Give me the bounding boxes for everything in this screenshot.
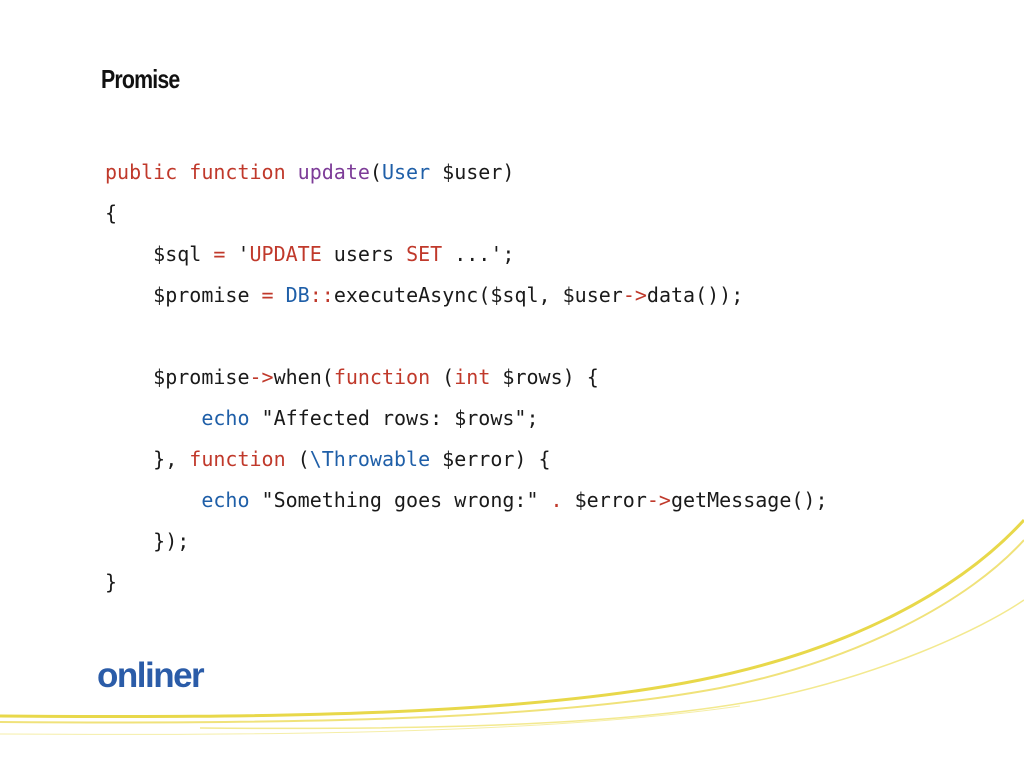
code-token: -> — [249, 365, 274, 389]
code-line: }); — [105, 521, 189, 562]
code-token: $sql — [105, 242, 214, 266]
code-token: ( — [369, 160, 382, 184]
code-token: = — [213, 242, 226, 266]
code-token: ...'; — [442, 242, 515, 266]
code-token: SET — [406, 242, 443, 266]
onliner-logo: onliner — [97, 656, 205, 695]
code-line: public function update(User $user) — [105, 152, 514, 193]
code-token: int — [454, 365, 491, 389]
code-token: $error) { — [430, 447, 551, 471]
code-token: -> — [622, 283, 647, 307]
code-token: getMessage(); — [670, 488, 828, 512]
code-token: echo — [201, 488, 250, 512]
code-token: executeAsync($sql, $user — [333, 283, 623, 307]
code-line: { — [105, 193, 117, 234]
code-token: "Affected rows: $rows"; — [249, 406, 539, 430]
code-token: ( — [430, 365, 455, 389]
code-line: $promise = DB::executeAsync($sql, $user-… — [105, 275, 743, 316]
slide-title: Promise — [101, 64, 180, 94]
code-token: function — [333, 365, 431, 389]
code-line: $sql = 'UPDATE users SET ...'; — [105, 234, 514, 275]
code-token: when( — [273, 365, 334, 389]
code-token: :: — [309, 283, 334, 307]
code-token: . — [550, 488, 563, 512]
code-token: UPDATE — [249, 242, 322, 266]
code-token: data()); — [646, 283, 744, 307]
code-line: } — [105, 562, 117, 603]
code-token: }); — [105, 529, 190, 553]
code-token: \Throwable — [309, 447, 431, 471]
code-token: { — [105, 201, 118, 225]
code-token: $promise — [105, 365, 250, 389]
code-token: function — [189, 160, 286, 184]
code-token: = — [261, 283, 274, 307]
code-token: ' — [225, 242, 250, 266]
code-token: DB — [285, 283, 310, 307]
code-token: update — [297, 160, 370, 184]
code-token: function — [189, 447, 286, 471]
code-token: public — [105, 160, 178, 184]
code-token: $user) — [430, 160, 515, 184]
code-token: $rows) { — [490, 365, 599, 389]
code-token: echo — [201, 406, 250, 430]
code-token: $promise — [105, 283, 262, 307]
code-token: users — [321, 242, 407, 266]
code-token: ( — [285, 447, 310, 471]
code-line: }, function (\Throwable $error) { — [105, 439, 551, 480]
code-token: User — [381, 160, 431, 184]
code-token: }, — [105, 447, 190, 471]
code-line: echo "Something goes wrong:" . $error->g… — [105, 480, 828, 521]
code-token: $error — [562, 488, 647, 512]
code-line: $promise->when(function (int $rows) { — [105, 357, 599, 398]
code-token: } — [105, 570, 118, 594]
code-token: -> — [646, 488, 671, 512]
code-token: "Something goes wrong:" — [249, 488, 551, 512]
code-line: echo "Affected rows: $rows"; — [105, 398, 538, 439]
